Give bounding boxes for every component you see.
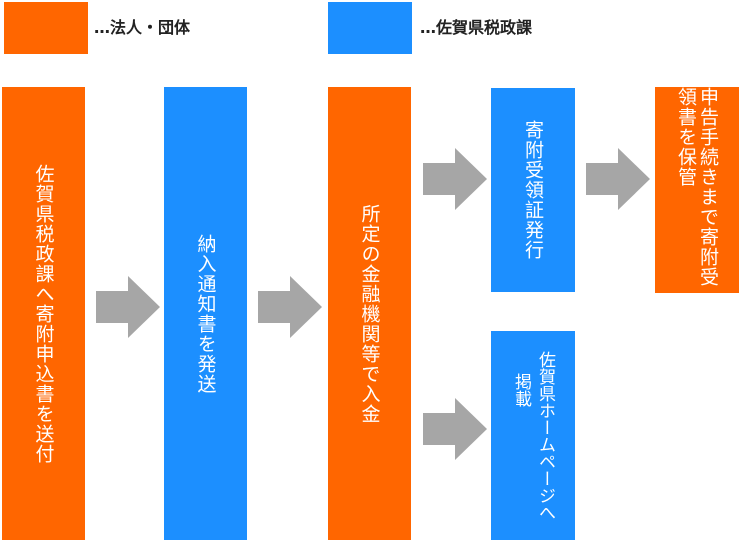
step-homepage-post-text-1: 佐賀県ホームページへ (535, 350, 555, 521)
arrow-right-icon (258, 276, 322, 338)
step-issue-receipt: 寄附受領証発行 (491, 88, 575, 292)
arrow-right-icon (96, 276, 160, 338)
step-keep-receipt-text: 申告手続きまで寄附受領書を保管 (675, 87, 719, 287)
step-keep-receipt: 申告手続きまで寄附受領書を保管 (655, 87, 739, 293)
legend-orange-label: …法人・団体 (94, 18, 191, 37)
arrow-right-icon (423, 398, 487, 460)
arrow-right-icon (586, 148, 650, 210)
arrow-right-icon (423, 148, 487, 210)
step-pay-at-bank-text: 所定の金融機関等で入金 (358, 203, 381, 424)
step-send-payment-notice: 納入通知書を発送 (164, 87, 247, 540)
step-homepage-post: 佐賀県ホームページへ 掲載 (491, 331, 575, 540)
step-issue-receipt-text: 寄附受領証発行 (522, 120, 544, 260)
step-pay-at-bank: 所定の金融機関等で入金 (328, 87, 411, 540)
step-send-application: 佐賀県税政課へ寄附申込書を送付 (2, 87, 85, 540)
step-send-payment-notice-text: 納入通知書を発送 (194, 233, 217, 394)
step-homepage-post-text-2: 掲載 (511, 373, 531, 407)
legend-blue-label: …佐賀県税政課 (420, 18, 533, 37)
legend-orange-swatch (4, 2, 88, 54)
step-send-application-text: 佐賀県税政課へ寄附申込書を送付 (32, 163, 55, 464)
legend-blue-swatch (328, 2, 412, 54)
